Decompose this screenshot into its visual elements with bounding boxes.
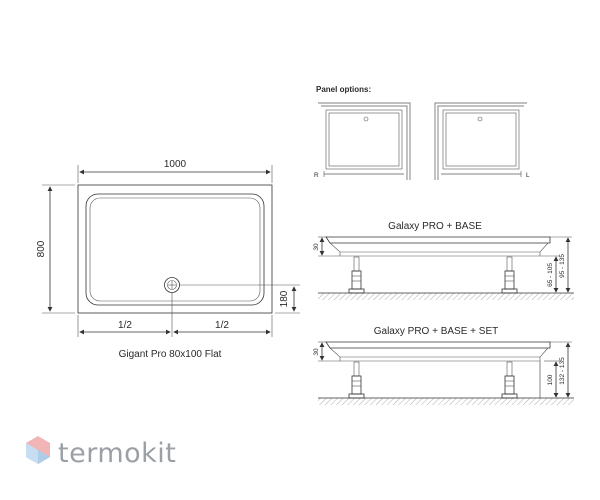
tray-outline (77, 184, 273, 314)
plan-view: 1000 800 1/2 1/2 180 Gigant Pro 80x100 F… (36, 159, 300, 360)
section-base: Galaxy PRO + BASE 30 65 - 105 95 - 135 (313, 221, 574, 300)
panel-options-title: Panel options: (316, 85, 371, 94)
base-range-a: 65 - 105 (547, 263, 554, 287)
section-set: Galaxy PRO + BASE + SET 30 100 132 - 135 (313, 326, 574, 405)
set-range-c: 132 - 135 (559, 357, 566, 385)
brand-logo-icon (26, 436, 50, 464)
panel-option-right: R (314, 102, 411, 180)
set-height-30: 30 (313, 348, 320, 356)
drain-inner (167, 280, 177, 290)
base-height-30: 30 (313, 243, 320, 251)
width-label: 1000 (164, 159, 187, 170)
product-caption: Gigant Pro 80x100 Flat (119, 349, 222, 360)
drain-offset-label: 180 (279, 290, 290, 307)
height-label: 800 (36, 240, 47, 257)
section-set-title: Galaxy PRO + BASE + SET (374, 326, 499, 337)
half-left-label: 1/2 (118, 320, 132, 331)
tray-basin-outer (85, 193, 265, 306)
set-drain-100: 100 (547, 374, 554, 385)
panel-left-label: L (526, 172, 530, 179)
panel-option-left: L (434, 102, 530, 180)
base-range-b: 95 - 135 (559, 254, 566, 278)
brand-name: termokit (58, 438, 177, 469)
half-right-label: 1/2 (215, 320, 229, 331)
tray-basin-inner (89, 197, 261, 302)
drain-outer (164, 277, 180, 293)
panel-right-label: R (314, 172, 319, 179)
panel-options: Panel options: R L (314, 85, 530, 180)
section-base-title: Galaxy PRO + BASE (388, 221, 482, 232)
